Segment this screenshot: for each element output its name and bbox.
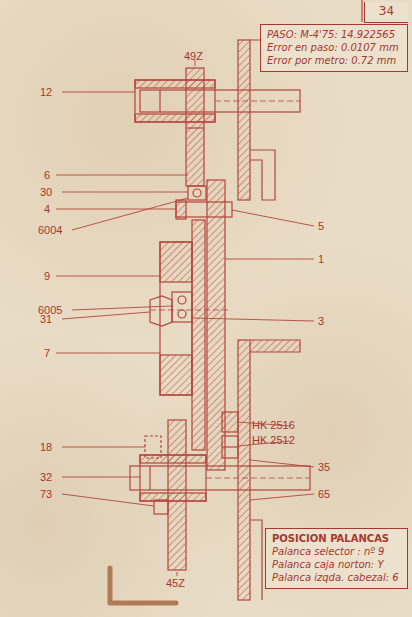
- box-heading: POSICION PALANCAS: [272, 532, 401, 545]
- callout-number: 9: [44, 270, 50, 282]
- callout-number: 7: [44, 347, 50, 359]
- callout-number: 4: [44, 203, 50, 215]
- callout-number: HK 2516: [252, 419, 295, 431]
- page-number-box: 34: [364, 2, 408, 23]
- box-text: PASO: M-4'75: 14.922565: [267, 28, 401, 41]
- callout-number: 18: [40, 441, 52, 453]
- callout-number: 12: [40, 86, 52, 98]
- callout-number: 3: [318, 315, 324, 327]
- callout-number: 65: [318, 488, 330, 500]
- box-text: Error por metro: 0.72 mm: [267, 54, 401, 67]
- box-text: Palanca izqda. cabezal: 6: [272, 571, 401, 584]
- box-text: 34: [371, 5, 402, 18]
- box-text: Palanca selector : nº 9: [272, 545, 401, 558]
- lever-position-box: POSICION PALANCASPalanca selector : nº 9…: [265, 528, 408, 589]
- box-text: Palanca caja norton: Y: [272, 558, 401, 571]
- pitch-note-box: PASO: M-4'75: 14.922565Error en paso: 0.…: [260, 24, 408, 72]
- callout-number: 31: [40, 313, 52, 325]
- callout-number: 73: [40, 488, 52, 500]
- callout-number: 49Z: [184, 50, 203, 62]
- callout-number: 5: [318, 220, 324, 232]
- callout-number: 32: [40, 471, 52, 483]
- callout-number: 6004: [38, 224, 62, 236]
- callout-number: 30: [40, 186, 52, 198]
- callout-number: 1: [318, 253, 324, 265]
- callout-number: 35: [318, 461, 330, 473]
- callout-number: 45Z: [166, 577, 185, 589]
- callout-number: HK 2512: [252, 434, 295, 446]
- callout-number: 6: [44, 169, 50, 181]
- box-text: Error en paso: 0.0107 mm: [267, 41, 401, 54]
